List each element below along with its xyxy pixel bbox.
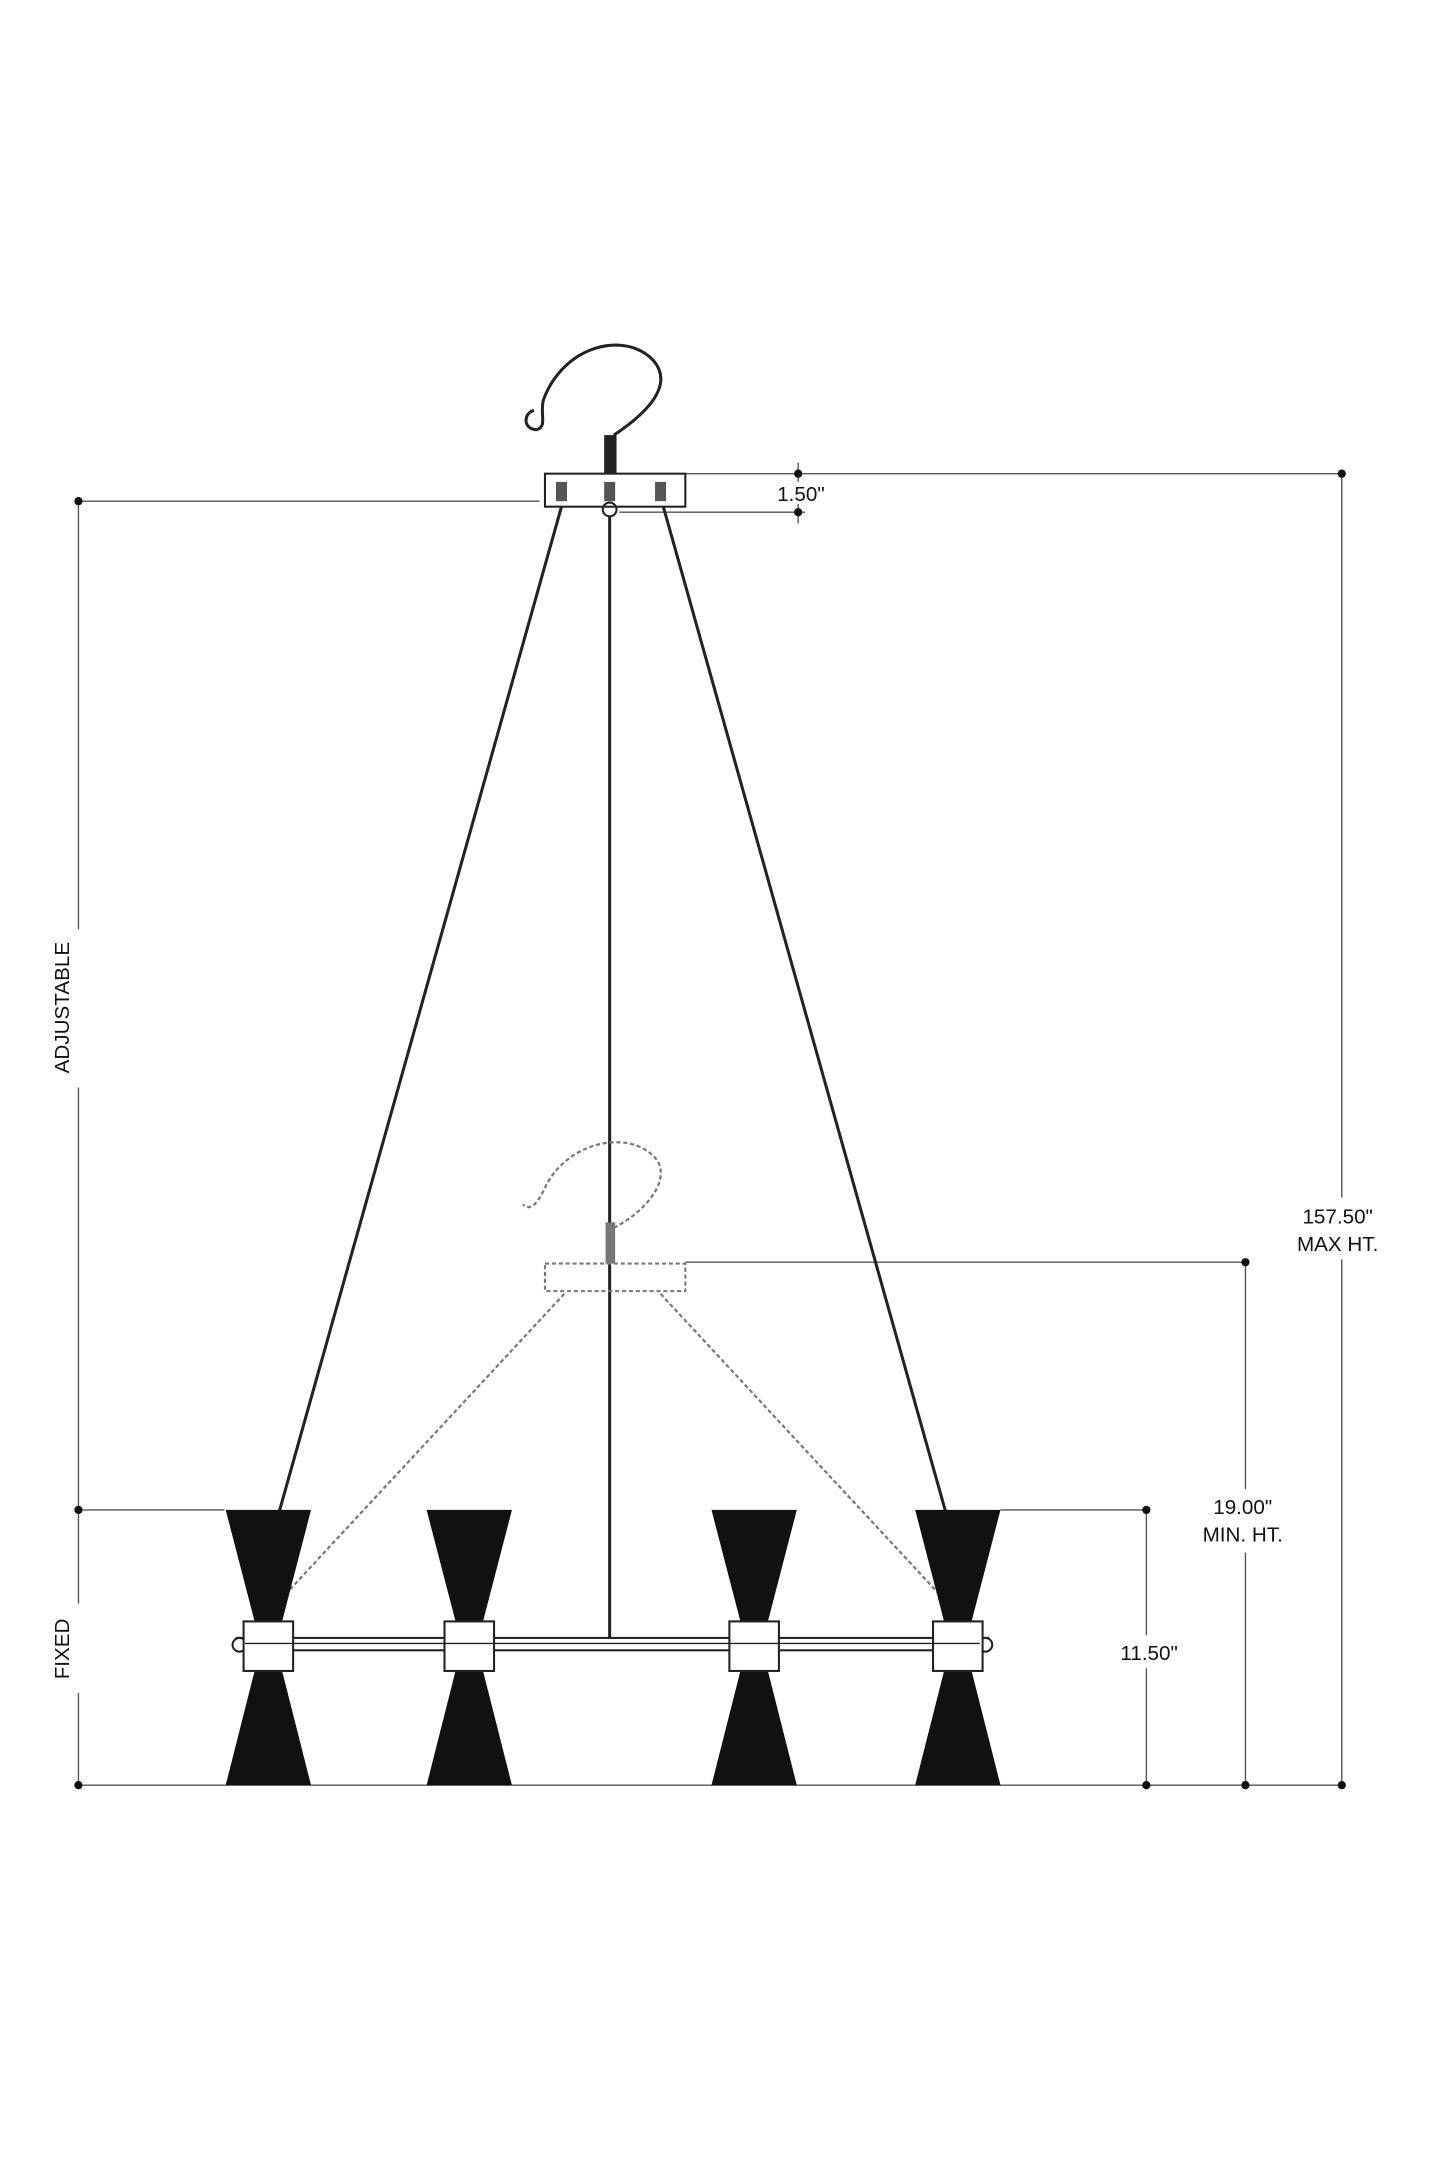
- min-height-label: MIN. HT.: [1203, 1524, 1283, 1547]
- canopy-min: [244, 1141, 981, 1639]
- max-height-label: MAX HT.: [1297, 1233, 1378, 1256]
- lamp-3: [711, 1509, 797, 1786]
- lamp-1: [225, 1509, 312, 1786]
- cable-left: [275, 506, 563, 1522]
- canopy-height-dimension: 1.50": [777, 483, 824, 506]
- fixture-height-value: 11.50": [1120, 1642, 1177, 1665]
- adjustable-label: ADJUSTABLE: [51, 942, 74, 1073]
- canopy-max: [524, 343, 687, 518]
- lamp-2: [426, 1509, 512, 1786]
- min-height-value: 19.00": [1213, 1496, 1272, 1519]
- dimension-lines: [74, 462, 1346, 1790]
- max-height-value: 157.50": [1302, 1206, 1372, 1229]
- lamp-4: [915, 1509, 1001, 1786]
- cable-right: [661, 506, 950, 1522]
- fixed-label: FIXED: [51, 1619, 74, 1680]
